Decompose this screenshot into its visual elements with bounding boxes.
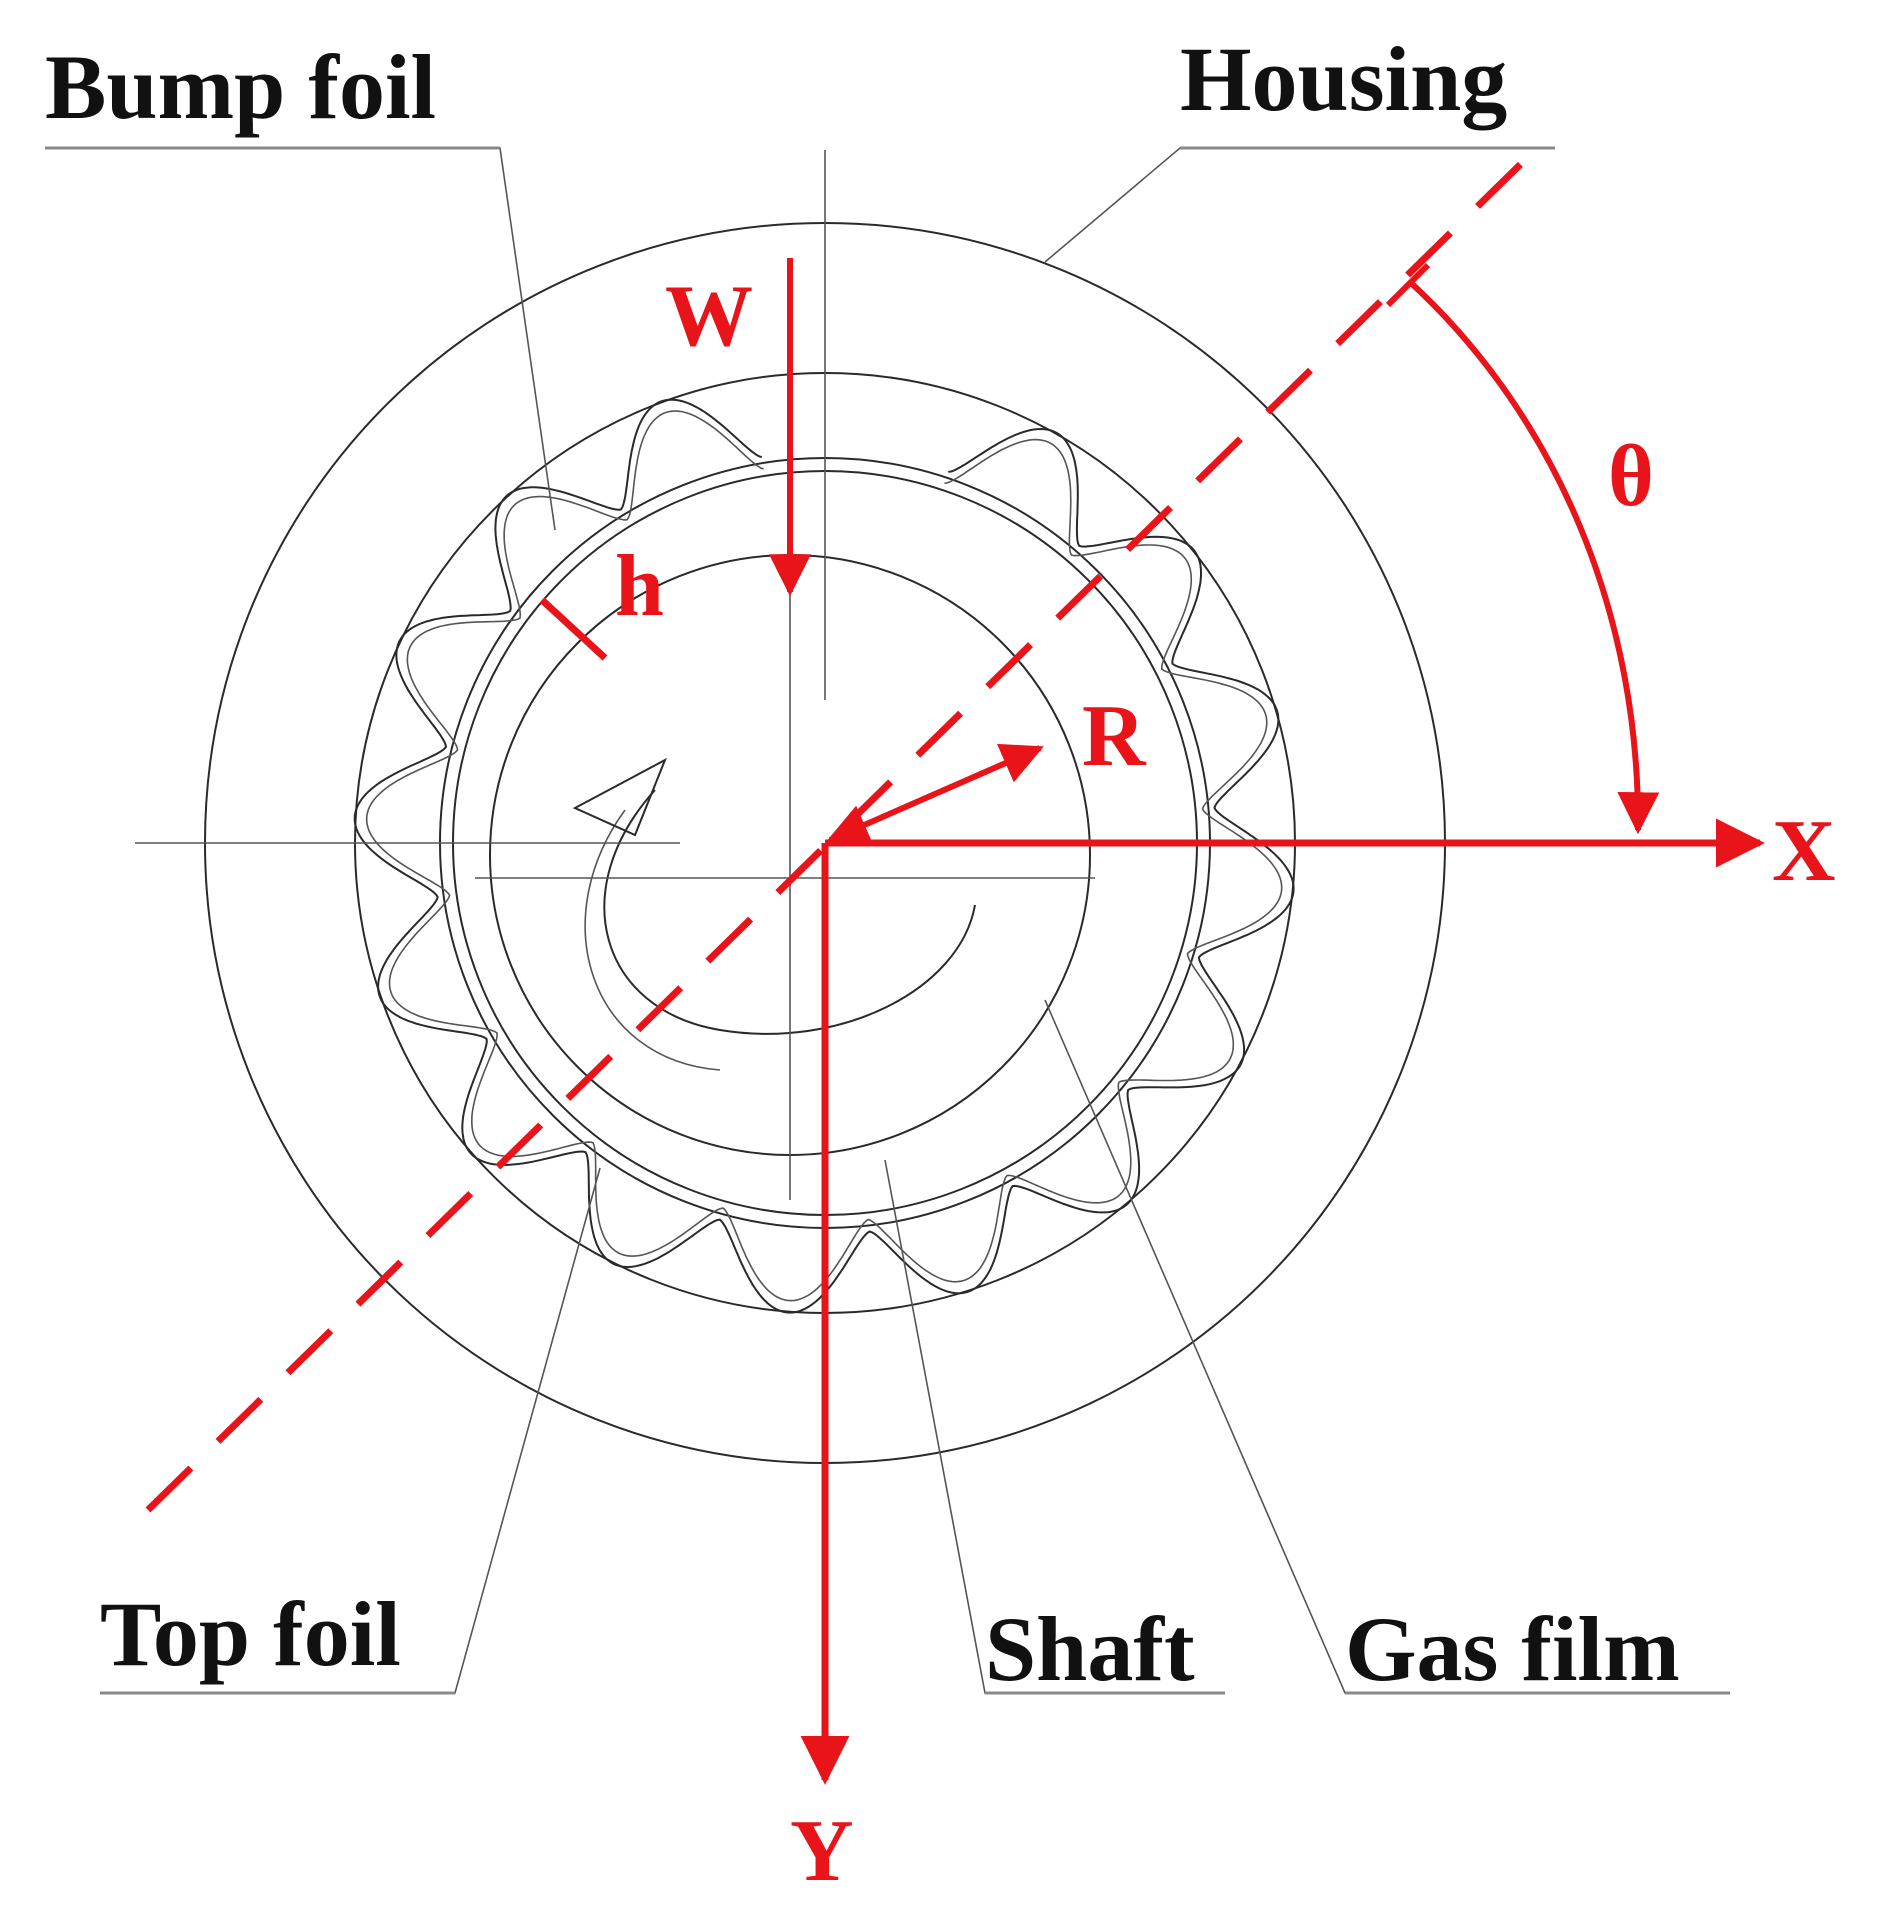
radius-arrow: [826, 743, 1044, 845]
load-symbol: W: [665, 268, 753, 365]
rotation-arrow: [603, 789, 976, 1035]
rotation-arrow-inner: [584, 809, 721, 1071]
film-thickness-marker: [539, 597, 608, 661]
gas-film-label: Gas film: [1345, 1598, 1680, 1700]
x-axis-symbol: X: [1772, 803, 1836, 900]
rotation-arrow-head: [572, 757, 667, 837]
top-foil-label: Top foil: [100, 1583, 401, 1685]
bump-foil-leader: [45, 147, 556, 531]
angle-reference-dashed-line: [145, 152, 1533, 1513]
bump-foil-label: Bump foil: [45, 36, 436, 138]
theta-arc-tick: [1385, 262, 1431, 308]
bump-foil-corrugation: [353, 398, 1295, 1314]
housing-label: Housing: [1180, 28, 1507, 130]
film-thickness-symbol: h: [615, 538, 664, 635]
shaft-label: Shaft: [985, 1598, 1195, 1700]
angle-symbol: θ: [1608, 428, 1654, 525]
y-axis-symbol: Y: [790, 1803, 854, 1900]
bump-foil-corrugation-inner: [365, 410, 1283, 1302]
radius-symbol: R: [1082, 688, 1147, 785]
theta-angle-arc: [1407, 279, 1660, 835]
